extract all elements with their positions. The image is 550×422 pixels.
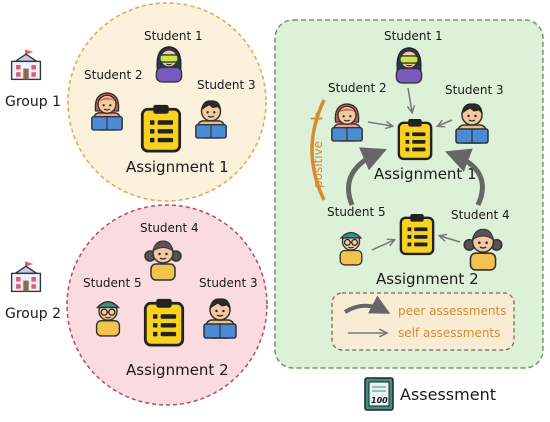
self-arrow-student-5 [371,240,394,251]
self-assessments-label: self assessments [398,326,500,340]
peer-arrow-left [346,147,387,206]
positive-plus-sign: + [309,108,324,129]
self-arrow-student-1 [408,87,412,112]
panel-assignment-2-label: Assignment 2 [376,270,479,288]
group-2-student-5-label: Student 5 [83,276,142,290]
panel-assignment-1-label: Assignment 1 [374,165,477,183]
group-1-circle [67,2,267,202]
group-2-assignment-label: Assignment 2 [126,361,229,379]
group-2-student-3-label: Student 3 [199,276,258,290]
panel-student-5-label: Student 5 [327,205,386,219]
student-avatar-icon [395,47,423,84]
group-1-student-2-label: Student 2 [84,68,143,82]
score-badge-text: 100 [371,396,388,405]
assessment-legend [331,292,515,351]
self-arrow-student-3 [438,119,453,126]
self-arrow-student-4 [440,236,461,243]
group-1-assignment-label: Assignment 1 [126,158,229,176]
peer-arrow-right [444,148,485,207]
panel-student-4-label: Student 4 [451,208,510,222]
positive-label: positive [311,141,325,188]
assessment-footer-label: Assessment [400,385,496,404]
peer-assessments-label: peer assessments [398,304,507,318]
student-avatar-icon [91,92,123,131]
clipboard-icon [140,103,182,153]
student-avatar-icon [331,103,363,142]
positive-bracket [310,99,326,201]
score-sheet-icon [364,377,394,411]
school-building-icon [10,260,42,293]
panel-student-3-label: Student 3 [445,83,504,97]
clipboard-icon [399,212,435,256]
group-1-student-1-label: Student 1 [144,29,203,43]
group-1-label: Group 1 [5,94,61,110]
group-2-label: Group 2 [5,306,61,322]
peer-legend-arrow [343,295,391,314]
school-building-icon [10,48,42,81]
clipboard-icon [397,117,433,161]
group-1-student-3-label: Student 3 [197,78,256,92]
panel-student-2-label: Student 2 [328,81,387,95]
student-avatar-icon [155,46,183,83]
clipboard-icon [143,297,185,347]
panel-student-1-label: Student 1 [384,29,443,43]
self-arrow-student-2 [367,122,392,126]
group-2-student-4-label: Student 4 [140,221,199,235]
